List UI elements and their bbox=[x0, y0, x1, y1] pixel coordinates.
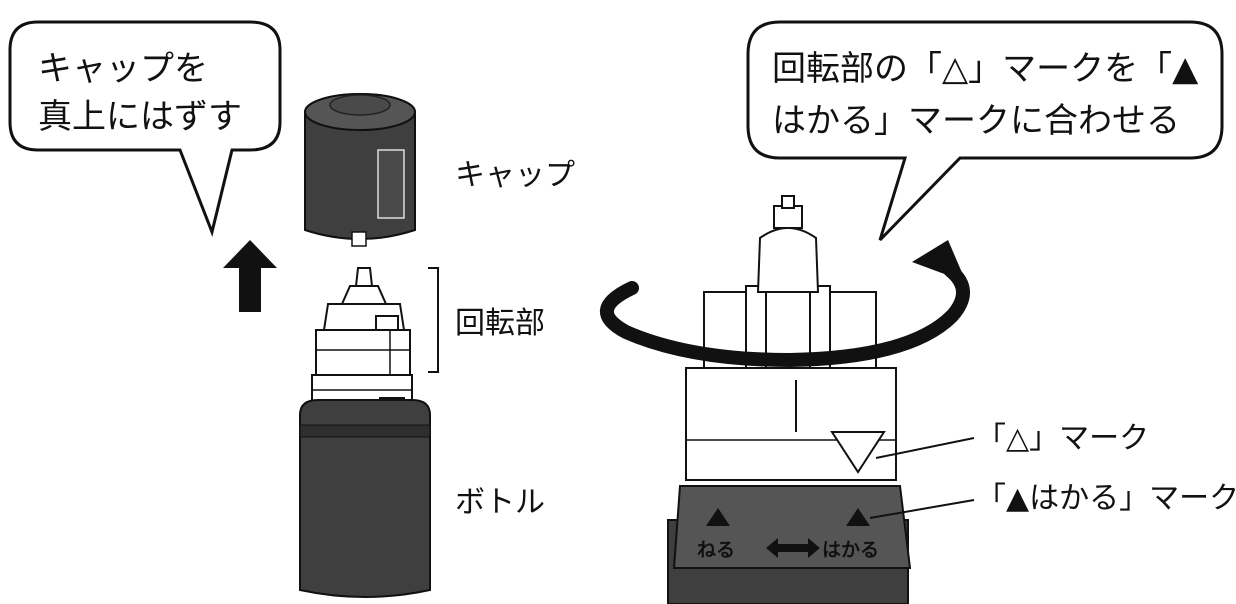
right-bubble-line1: 回転部の「△」マークを「▲ bbox=[772, 49, 1199, 89]
rotation-arrow-icon bbox=[600, 240, 970, 368]
bottle-illustration bbox=[299, 374, 431, 598]
triangle-mark-label: 「△」マーク bbox=[976, 421, 1149, 456]
hakaru-mark-label: 「▲はかる」マーク bbox=[976, 481, 1236, 516]
cap-illustration bbox=[304, 93, 416, 247]
up-arrow-icon bbox=[223, 240, 277, 312]
left-bubble-line1: キャップを bbox=[38, 49, 208, 89]
hakaru-triangle-mark-icon bbox=[846, 508, 870, 526]
right-bubble-line2: はかる」マークに合わせる bbox=[772, 101, 1180, 141]
left-bubble-line2: 真上にはずす bbox=[38, 97, 242, 137]
left-triangle-mark-icon bbox=[706, 508, 730, 526]
base-right-text: はかる bbox=[822, 539, 879, 561]
hollow-triangle-mark-icon bbox=[830, 431, 886, 474]
triangle-mark-leader-line bbox=[875, 437, 975, 459]
base-left-text: ねる bbox=[697, 539, 735, 561]
rotating-part-bracket bbox=[428, 267, 439, 373]
rotating-part-label: 回転部 bbox=[455, 306, 545, 341]
left-speech-bubble: キャップを 真上にはずす bbox=[8, 20, 282, 237]
bottle-label: ボトル bbox=[455, 485, 545, 520]
hakaru-mark-leader-line bbox=[869, 499, 975, 519]
rotating-part-illustration bbox=[315, 267, 411, 376]
double-arrow-icon bbox=[766, 538, 820, 558]
right-speech-bubble: 回転部の「△」マークを「▲ はかる」マークに合わせる bbox=[746, 20, 1224, 242]
cap-label: キャップ bbox=[455, 158, 575, 193]
